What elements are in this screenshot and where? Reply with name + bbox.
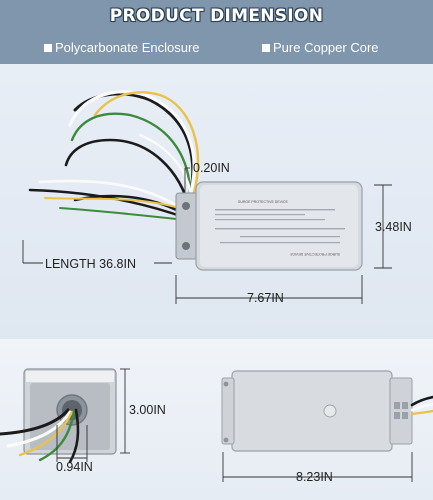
wire-white [38, 179, 188, 214]
wire-bundle [28, 90, 200, 221]
feature-polycarbonate: Polycarbonate Enclosure [44, 40, 200, 55]
bullet-square-icon [44, 43, 52, 52]
dimension-lines-back [222, 452, 413, 482]
feature-copper: Pure Copper Core [262, 40, 379, 55]
dimension-lines-main [22, 167, 392, 304]
dimension-width: 7.67IN [247, 291, 284, 305]
back-flange [389, 377, 413, 445]
wire-green [59, 207, 187, 221]
header-banner: PRODUCT DIMENSION Polycarbonate Enclosur… [0, 0, 433, 64]
enclosure-label-back: SURGE PROTECTIVE DEVICE [290, 252, 340, 256]
enclosure-side-view [0, 368, 117, 464]
wire-yellow [93, 91, 200, 208]
label-line [215, 214, 305, 216]
back-screw-icon [223, 381, 229, 387]
bracket-hole [182, 202, 190, 210]
dimension-back-width: 8.23IN [296, 470, 333, 484]
enclosure-top-face [200, 185, 358, 267]
mount-slot [402, 402, 408, 409]
enclosure-main: SURGE PROTECTIVE DEVICE SURGE PROTECTIVE… [175, 181, 363, 271]
side-top-strip [26, 371, 114, 382]
dimension-lines-side [56, 368, 130, 462]
back-flange [221, 377, 235, 445]
bullet-square-icon [262, 43, 270, 52]
bracket-hole [182, 242, 190, 250]
page-title: PRODUCT DIMENSION [109, 6, 324, 26]
dimension-side-height: 3.00IN [129, 403, 166, 417]
dimension-height: 3.48IN [375, 220, 412, 234]
enclosure-back-view [221, 370, 433, 452]
back-body [231, 370, 393, 452]
wire-green [70, 112, 192, 210]
mount-slot [394, 402, 400, 409]
label-line [215, 228, 345, 230]
back-hole [323, 404, 337, 418]
feature-label: Pure Copper Core [273, 40, 379, 55]
wire-yellow [44, 197, 187, 211]
mount-slot [394, 412, 400, 419]
back-wires [410, 395, 433, 416]
mount-slot [402, 412, 408, 419]
dimension-thickness: 0.20IN [193, 161, 230, 175]
feature-label: Polycarbonate Enclosure [55, 40, 200, 55]
label-line [240, 236, 340, 238]
wire-white [68, 90, 196, 204]
label-line [215, 219, 325, 221]
dimension-length: LENGTH 36.8IN [45, 257, 137, 271]
enclosure-label-front: SURGE PROTECTIVE DEVICE [238, 200, 288, 204]
label-line [220, 242, 340, 244]
label-line [215, 209, 335, 211]
back-screw-icon [223, 437, 229, 443]
dimension-side-hole: 0.94IN [56, 460, 93, 474]
wire-black [64, 138, 192, 212]
